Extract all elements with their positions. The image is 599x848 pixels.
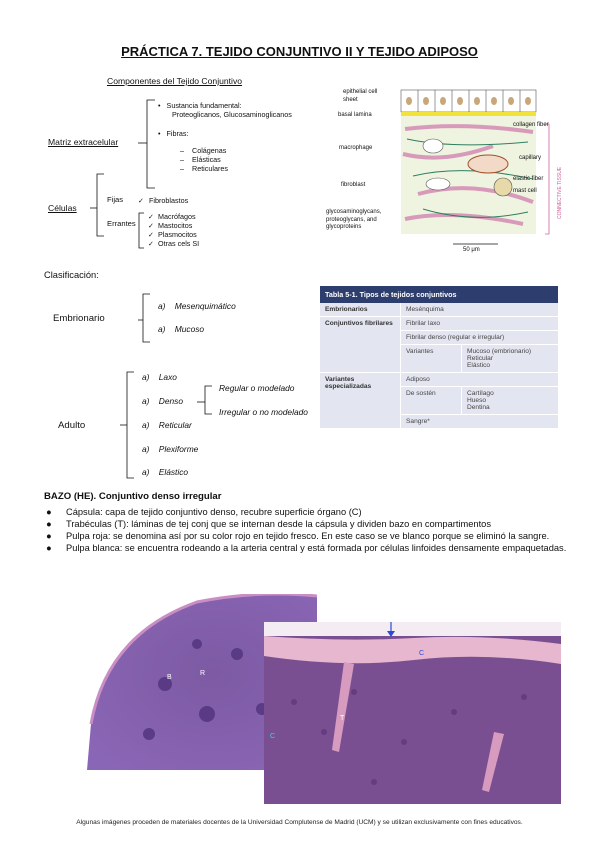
fibras-label: Fibras:	[166, 129, 189, 138]
embrionario-label: Embrionario	[53, 313, 105, 324]
check-icon: ✓	[148, 221, 155, 230]
table-cell: Variantes	[400, 344, 462, 373]
bullet-icon: ●	[46, 543, 52, 553]
table-cell: Sangre*	[400, 414, 558, 428]
fibra-item: Reticulares	[192, 164, 228, 173]
capillary-shape	[467, 154, 509, 174]
denso-sub-irregular: Irregular o no modelado	[219, 407, 308, 417]
matriz-label: Matriz extracelular	[48, 137, 119, 147]
diagram-label-mast: mast cell	[513, 188, 537, 194]
micro-label-r: R	[200, 670, 205, 677]
adulto-item: a) Plexiforme	[142, 444, 199, 454]
macrophage-shape	[422, 138, 444, 154]
adulto-label: Adulto	[58, 420, 86, 431]
collagen-fibers	[402, 124, 534, 226]
adulto-item: a) Denso	[142, 396, 183, 406]
page-title: PRÁCTICA 7. TEJIDO CONJUNTIVO II Y TEJID…	[121, 44, 478, 59]
table-5-1: Tabla 5-1. Tipos de tejidos conjuntivos …	[320, 286, 558, 428]
components-heading: Componentes del Tejido Conjuntivo	[107, 76, 243, 86]
embrionario-item: a) Mucoso	[158, 324, 205, 334]
embrionario-item: a) Mesenquimático	[158, 301, 236, 311]
check-icon: ✓	[148, 239, 155, 248]
vertical-label: CONNECTIVE TISSUE	[557, 166, 563, 219]
bullet-icon: ●	[46, 519, 52, 529]
sustancia-item: • Sustancia fundamental:	[158, 101, 242, 110]
classification-braces	[120, 293, 212, 479]
table-cell: Fibrilar denso (regular e irregular)	[400, 330, 558, 345]
micro-label-t: T	[340, 715, 345, 722]
diagram-label-capillary: capillary	[519, 155, 542, 161]
check-icon: ✓	[148, 230, 155, 239]
adulto-item: a) Reticular	[142, 420, 192, 430]
table-cell: Mesénquima	[400, 303, 558, 317]
brace-lines	[90, 99, 155, 249]
arrow-down-icon	[387, 631, 395, 637]
list-item: ●Trabéculas (T): láminas de tej conj que…	[46, 519, 491, 529]
list-item: ●Pulpa blanca: se encuentra rodeando a l…	[46, 543, 567, 553]
list-item: ●Pulpa roja: se denomina así por su colo…	[46, 531, 550, 541]
micro-label-c2: C	[419, 650, 424, 657]
denso-sub-regular: Regular o modelado	[219, 383, 295, 393]
diagram-label-epithelial: epithelial cell sheet	[343, 89, 378, 103]
table-cell: Adiposo	[400, 372, 558, 387]
celulas-label: Células	[48, 203, 77, 213]
sustancia-detail: Proteoglicanos, Glucosaminoglicanos	[172, 110, 292, 119]
fibras-item: • Fibras:	[158, 129, 189, 138]
diagram-label-collagen: collagen fiber	[513, 122, 549, 128]
epithelial-cells	[400, 89, 537, 113]
errantes-list: ✓ Macrófagos ✓ Mastocitos ✓ Plasmocitos …	[148, 212, 200, 248]
table-cell: De sostén	[400, 386, 462, 415]
diagram-label-gag: glycosaminoglycans, proteoglycans, and g…	[326, 209, 382, 230]
basal-lamina	[401, 112, 536, 116]
diagram-label-basal: basal lamina	[338, 112, 372, 118]
list-item: ●Cápsula: capa de tejido conjuntivo dens…	[46, 507, 362, 517]
fibra-item: Colágenas	[192, 146, 227, 155]
bullet-icon: •	[158, 101, 161, 110]
fibras-list: – Colágenas – Elásticas – Reticulares	[180, 146, 228, 173]
fijas-item: ✓ Fibroblastos	[138, 196, 189, 205]
micro-label-c3: C	[270, 733, 275, 740]
check-icon: ✓	[148, 212, 155, 221]
sustancia-label: Sustancia fundamental:	[166, 101, 242, 110]
classification-heading: Clasificación:	[44, 270, 99, 280]
table-cell: Embrionarios	[325, 306, 368, 313]
fibra-item: Elásticas	[192, 155, 221, 164]
table-cell: Fibrilar laxo	[400, 316, 558, 331]
table-cell: Mucoso (embrionario) Reticular Elástico	[461, 344, 558, 373]
micro-label-c: C	[92, 676, 97, 683]
table-cell: Conjuntivos fibrilares	[325, 320, 393, 327]
fijas-label: Fijas	[107, 195, 124, 204]
bullet-icon: •	[158, 129, 161, 138]
table-cell: Variantes especializadas	[325, 376, 372, 390]
footer-note: Algunas imágenes proceden de materiales …	[76, 819, 523, 826]
bazo-heading: BAZO (HE). Conjuntivo denso irregular	[44, 491, 222, 502]
table-header: Tabla 5-1. Tipos de tejidos conjuntivos	[320, 286, 558, 303]
adulto-item: a) Elástico	[142, 467, 189, 477]
errantes-label: Errantes	[107, 219, 136, 228]
adulto-item: a) Laxo	[142, 372, 177, 382]
diagram-label-fibroblast: fibroblast	[341, 182, 366, 188]
fibroblast-shape	[425, 177, 451, 191]
elastic-fibers	[406, 138, 534, 218]
spleen-micrograph-high: C T C	[264, 622, 561, 804]
check-icon: ✓	[138, 196, 145, 205]
mast-cell-shape	[493, 177, 513, 197]
bullet-icon: ●	[46, 507, 52, 517]
bazo-bullet-list: ●Cápsula: capa de tejido conjuntivo dens…	[44, 506, 584, 554]
table-cell: Cartílago Hueso Dentina	[461, 386, 558, 415]
diagram-label-scale: 50 μm	[463, 247, 480, 253]
connective-tissue-diagram: CONNECTIVE TISSUE	[400, 89, 563, 245]
micro-label-b: B	[167, 674, 172, 681]
diagram-label-macrophage: macrophage	[339, 145, 373, 151]
bullet-icon: ●	[46, 531, 52, 541]
diagram-label-elastic: elastic fiber	[513, 176, 544, 182]
